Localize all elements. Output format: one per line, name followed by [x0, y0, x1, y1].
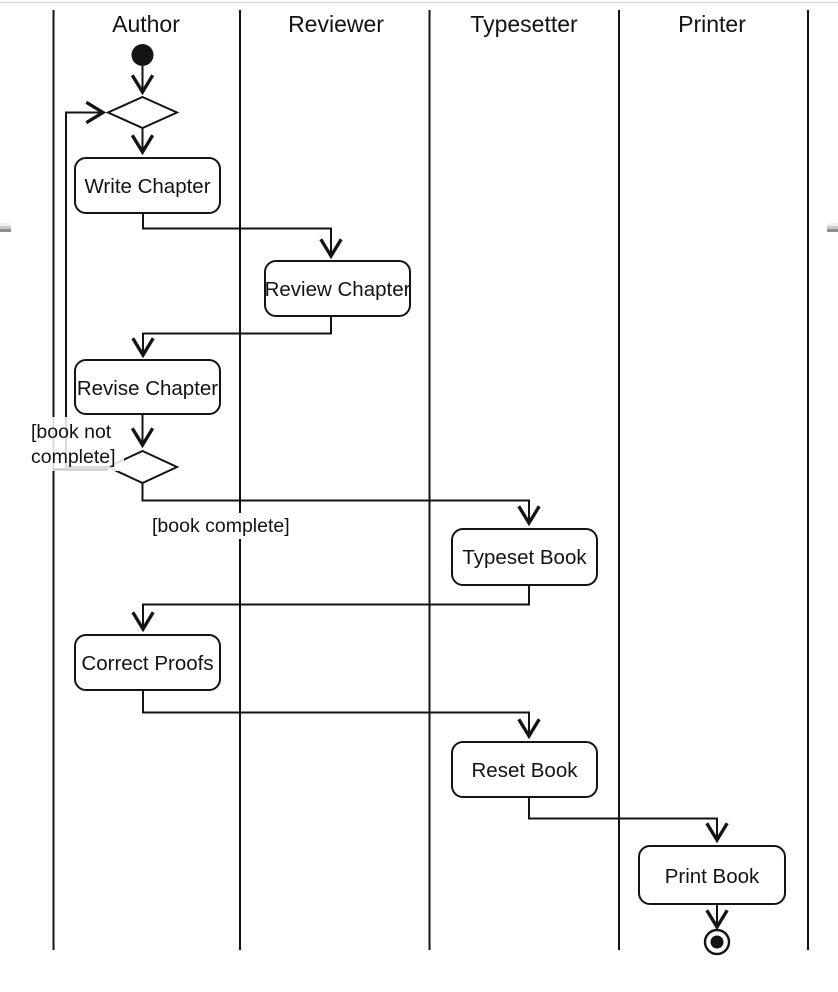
activity-revise-chapter-label: Revise Chapter	[77, 377, 218, 400]
activity-correct-proofs-label: Correct Proofs	[81, 652, 213, 675]
activity-correct-proofs: Correct Proofs	[74, 634, 221, 691]
guard-book-not-complete-line1: [book not	[31, 421, 112, 443]
edge-decision-to-typeset	[141, 483, 541, 527]
left-resize-handle	[0, 223, 11, 232]
activity-review-chapter: Review Chapter	[264, 260, 411, 317]
guard-label-book-not-complete: [book not complete]	[27, 417, 124, 471]
edge-write-to-review	[142, 213, 343, 260]
activity-reset-book: Reset Book	[451, 741, 598, 798]
guard-book-complete-text: [book complete]	[152, 515, 290, 537]
edge-typeset-to-correct	[131, 585, 530, 633]
edge-correct-to-reset	[142, 690, 541, 740]
activity-print-book: Print Book	[638, 845, 786, 905]
merge-node-diamond	[105, 95, 180, 130]
activity-write-chapter: Write Chapter	[74, 157, 221, 214]
activity-revise-chapter: Revise Chapter	[74, 359, 221, 415]
lane-header-author: Author	[112, 11, 180, 37]
edge-review-to-revise	[131, 316, 332, 359]
right-resize-handle	[827, 223, 838, 232]
activity-write-chapter-label: Write Chapter	[84, 175, 210, 198]
lane-header-printer: Printer	[678, 11, 746, 37]
activity-typeset-book: Typeset Book	[451, 528, 598, 586]
activity-print-book-label: Print Book	[665, 865, 760, 888]
activity-review-chapter-label: Review Chapter	[265, 278, 411, 301]
lane-header-typesetter: Typesetter	[470, 11, 578, 37]
edge-reset-to-print	[528, 797, 729, 844]
activity-reset-book-label: Reset Book	[472, 759, 579, 782]
final-node	[703, 928, 731, 956]
guard-label-book-complete: [book complete]	[148, 513, 296, 539]
guard-book-not-complete-line2: complete]	[31, 446, 116, 468]
initial-node	[131, 44, 154, 66]
activity-typeset-book-label: Typeset Book	[462, 546, 587, 569]
lane-header-reviewer: Reviewer	[288, 11, 384, 37]
